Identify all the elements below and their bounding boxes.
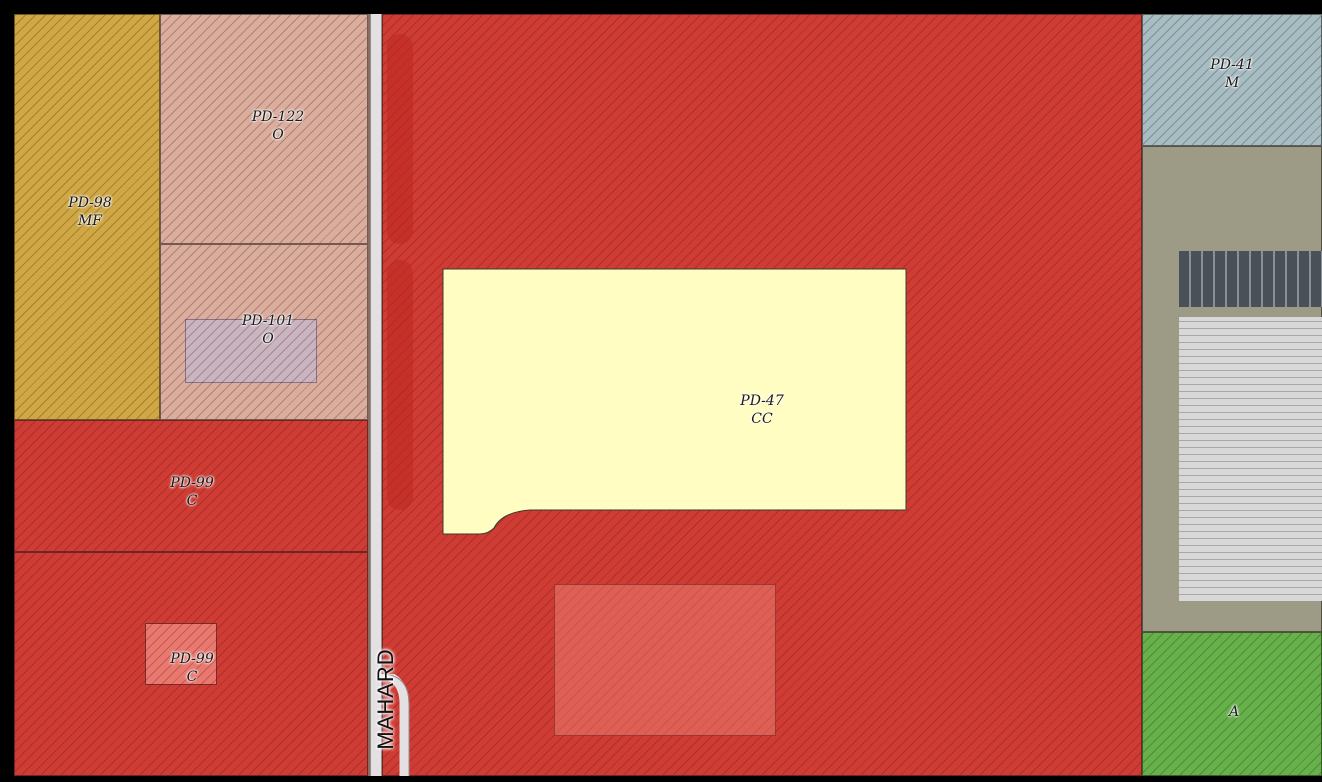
greenhouse-area [1142, 146, 1322, 632]
map-frame: PD-98 MF PD-122 O PD-101 O PD-99 C PD-99… [14, 14, 1322, 776]
zone-pd47[interactable] [442, 268, 908, 538]
greenhouse [1179, 251, 1322, 307]
median-strip [387, 260, 413, 510]
building [145, 623, 217, 685]
zone-agricultural[interactable] [1142, 632, 1322, 776]
zone-pd99-lower[interactable] [14, 552, 368, 776]
mahard-road[interactable] [370, 14, 382, 776]
building [185, 319, 317, 383]
street-label-mahard: MAHARD [373, 648, 398, 750]
zone-pd41[interactable] [1142, 14, 1322, 146]
zone-commercial-main[interactable] [382, 14, 1142, 776]
zone-pd122[interactable] [160, 14, 368, 244]
median-strip [387, 34, 413, 244]
road-curve [378, 674, 410, 776]
campus-building [554, 584, 776, 736]
zone-pd99-upper[interactable] [14, 420, 368, 552]
greenhouse [1179, 317, 1322, 601]
zone-pd98[interactable] [14, 14, 160, 420]
zone-pd101[interactable] [160, 244, 368, 420]
